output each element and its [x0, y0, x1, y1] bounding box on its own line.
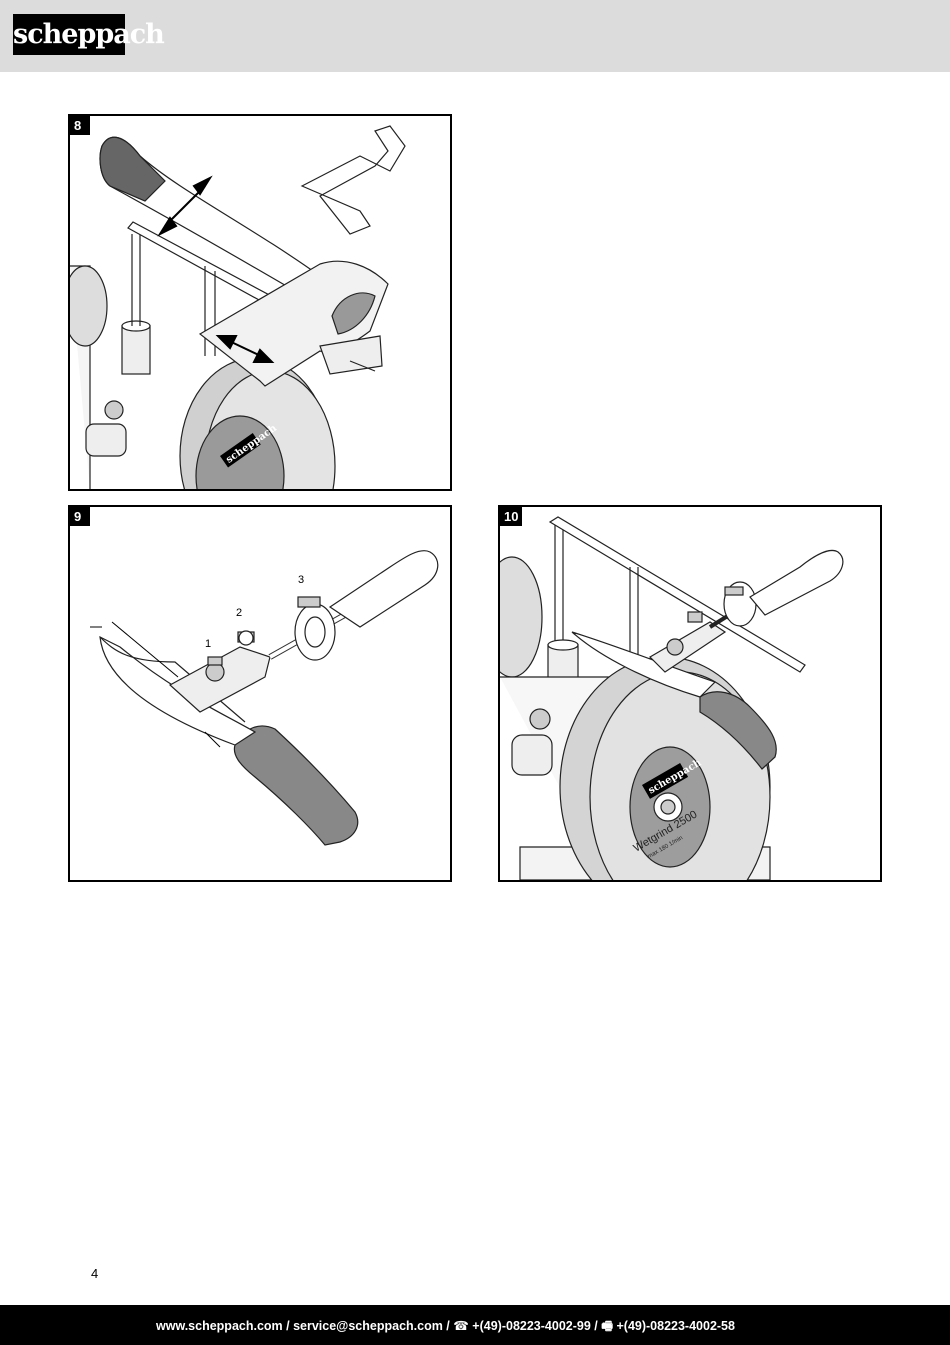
- callout-3: 3: [298, 574, 304, 586]
- page-number: 4: [91, 1266, 99, 1281]
- brand-logo: scheppach: [13, 14, 165, 55]
- figure-8: 8: [68, 114, 452, 491]
- figure-number: 9: [70, 507, 90, 526]
- figure-number: 10: [500, 507, 523, 526]
- figure-10-illustration: scheppach Wetgrind 2500 max 180 1/min: [500, 516, 844, 880]
- figure-9-illustration: 1 2 3: [90, 550, 439, 846]
- page-header: scheppach: [0, 0, 950, 72]
- figure-9: 9: [68, 505, 452, 882]
- callout-2: 2: [236, 607, 242, 619]
- footer-contact: www.scheppach.com / service@scheppach.co…: [156, 1319, 735, 1333]
- figure-8-illustration: scheppach: [70, 125, 406, 489]
- figure-10: 10: [498, 505, 882, 882]
- figure-number: 8: [70, 116, 90, 135]
- callout-1: 1: [205, 638, 211, 650]
- page-footer: [0, 1305, 950, 1345]
